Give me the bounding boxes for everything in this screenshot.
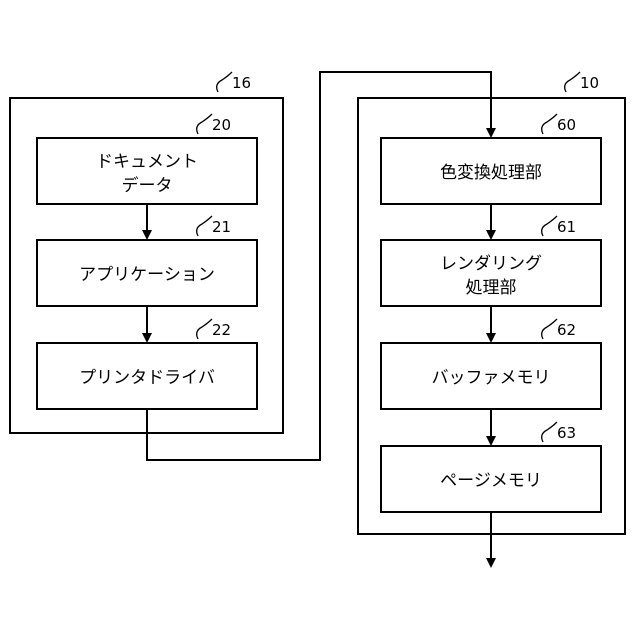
- ref-62: 62: [557, 321, 576, 339]
- ref-leader-63: [542, 422, 557, 442]
- ref-leader-10: [565, 72, 580, 92]
- ref-leader-22: [197, 319, 212, 339]
- block-rendering-label-line1: レンダリング: [440, 254, 542, 274]
- block-page-memory-label: ページメモリ: [440, 471, 542, 491]
- ref-63: 63: [557, 424, 576, 442]
- ref-21: 21: [212, 218, 231, 236]
- block-color-conversion-label: 色変換処理部: [440, 163, 542, 183]
- ref-leader-61: [542, 216, 557, 236]
- block-rendering-label-line2: 処理部: [466, 278, 517, 298]
- block-printer-driver-label: プリンタドライバ: [79, 368, 215, 388]
- ref-22: 22: [212, 321, 231, 339]
- ref-61: 61: [557, 218, 576, 236]
- ref-16: 16: [232, 74, 251, 92]
- block-application-label: アプリケーション: [79, 265, 215, 285]
- ref-leader-20: [197, 114, 212, 134]
- ref-20: 20: [212, 116, 231, 134]
- block-buffer-memory-label: バッファメモリ: [432, 368, 551, 388]
- ref-leader-16: [217, 72, 232, 92]
- ref-leader-62: [542, 319, 557, 339]
- ref-60: 60: [557, 116, 576, 134]
- block-document-data-label-line1: ドキュメント: [96, 152, 198, 172]
- ref-leader-60: [542, 114, 557, 134]
- ref-leader-21: [197, 216, 212, 236]
- block-document-data-label-line2: データ: [122, 175, 173, 196]
- ref-10: 10: [580, 74, 599, 92]
